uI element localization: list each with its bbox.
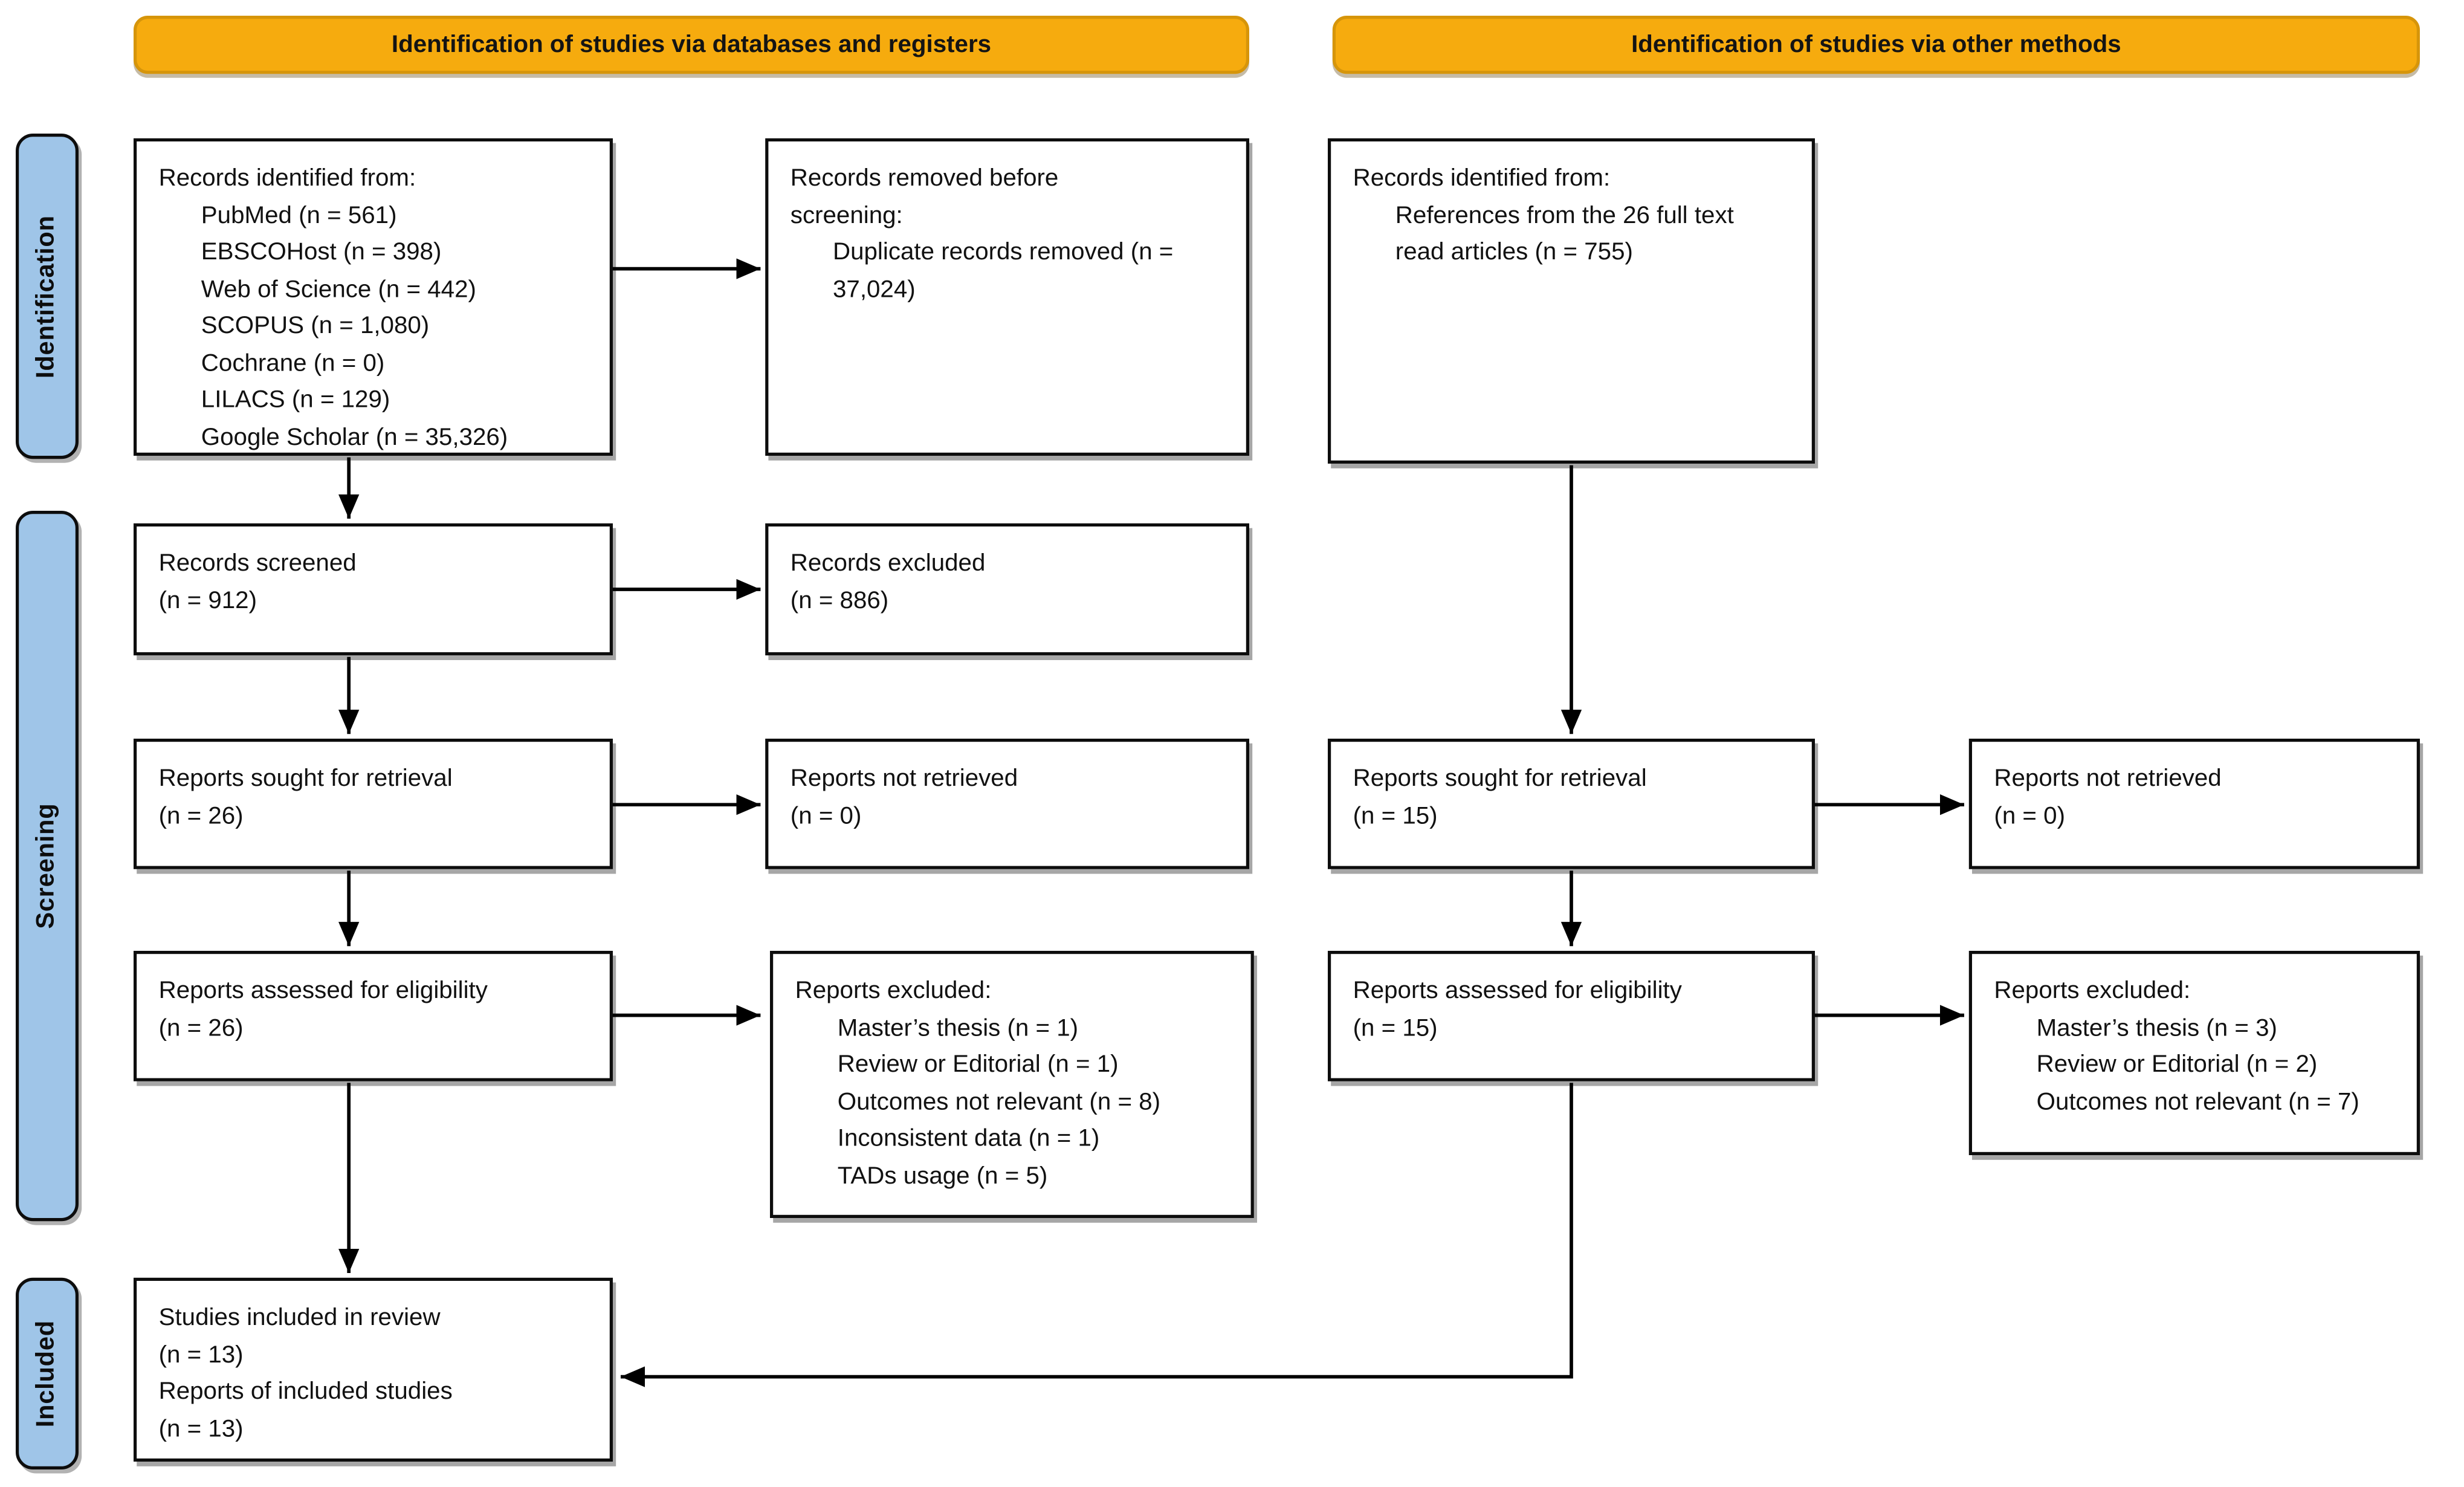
box-records-excluded: Records excluded (n = 886) [765,523,1249,656]
sidebar-identification: Identification [16,133,79,459]
box-line: Reports not retrieved [790,765,1018,792]
box-line: (n = 0) [790,802,862,829]
banner-databases-label: Identification of studies via databases … [391,30,992,57]
box-reports-not-retrieved-other: Reports not retrieved (n = 0) [1968,739,2420,869]
box-line: Records removed before [790,165,1059,192]
box-line: (n = 886) [790,587,889,614]
box-line: LILACS (n = 129) [201,386,390,413]
box-line: screening: [790,202,903,229]
sidebar-included: Included [16,1277,79,1469]
box-reports-assessed-other: Reports assessed for eligibility (n = 15… [1328,951,1815,1081]
box-line: EBSCOHost (n = 398) [201,239,442,266]
box-studies-included: Studies included in review (n = 13) Repo… [133,1277,613,1462]
box-line: (n = 26) [158,1014,244,1042]
box-line: (n = 0) [1994,802,2066,829]
box-line: Reports sought for retrieval [1353,765,1647,792]
box-records-screened: Records screened (n = 912) [133,523,613,656]
box-line: Records screened [158,549,357,577]
box-records-identified-other: Records identified from: References from… [1328,138,1815,464]
box-line: Master’s thesis (n = 3) [2036,1014,2277,1042]
box-records-identified-databases: Records identified from: PubMed (n = 561… [133,138,613,456]
box-line: Records excluded [790,549,986,577]
box-line: (n = 15) [1353,802,1438,829]
banner-other-methods: Identification of studies via other meth… [1332,16,2420,74]
box-line: Google Scholar (n = 35,326) [201,423,508,450]
box-line: Records identified from: [1353,165,1611,192]
box-line: Cochrane (n = 0) [201,349,385,377]
box-line: 37,024) [833,276,916,303]
box-line: read articles (n = 755) [1395,239,1633,266]
box-line: Reports assessed for eligibility [1353,977,1682,1005]
box-line: Reports assessed for eligibility [158,977,488,1005]
box-reports-not-retrieved-databases: Reports not retrieved (n = 0) [765,739,1249,869]
box-reports-excluded-databases: Reports excluded: Master’s thesis (n = 1… [770,951,1254,1218]
sidebar-included-label: Included [33,1320,60,1428]
box-line: Reports sought for retrieval [158,765,453,792]
box-reports-sought-other: Reports sought for retrieval (n = 15) [1328,739,1815,869]
box-line: PubMed (n = 561) [201,202,397,229]
box-line: Review or Editorial (n = 2) [2036,1051,2318,1078]
box-line: Outcomes not relevant (n = 7) [2036,1088,2359,1115]
sidebar-screening-label: Screening [33,803,60,929]
box-line: Web of Science (n = 442) [201,276,476,303]
box-line: Duplicate records removed (n = [833,239,1174,266]
box-line: SCOPUS (n = 1,080) [201,313,430,340]
sidebar-screening: Screening [16,510,79,1222]
box-line: Reports excluded: [1994,977,2191,1005]
box-reports-assessed-databases: Reports assessed for eligibility (n = 26… [133,951,613,1081]
box-line: (n = 15) [1353,1014,1438,1042]
box-line: Records identified from: [158,165,416,192]
box-line: Outcomes not relevant (n = 8) [837,1088,1161,1115]
box-reports-excluded-other: Reports excluded: Master’s thesis (n = 3… [1968,951,2420,1155]
box-line: Inconsistent data (n = 1) [837,1125,1100,1152]
sidebar-identification-label: Identification [33,215,60,378]
box-line: Reports excluded: [795,977,992,1005]
box-line: References from the 26 full text [1395,202,1734,229]
box-line: Master’s thesis (n = 1) [837,1014,1079,1042]
banner-other-methods-label: Identification of studies via other meth… [1631,30,2121,57]
box-line: (n = 13) [158,1415,244,1442]
box-line: Studies included in review [158,1304,441,1332]
box-records-removed: Records removed before screening: Duplic… [765,138,1249,456]
box-line: (n = 912) [158,587,257,614]
box-reports-sought-databases: Reports sought for retrieval (n = 26) [133,739,613,869]
box-line: (n = 13) [158,1341,244,1369]
box-line: Reports not retrieved [1994,765,2222,792]
box-line: Reports of included studies [158,1378,453,1405]
box-line: Review or Editorial (n = 1) [837,1051,1119,1078]
box-line: (n = 26) [158,802,244,829]
banner-databases-registers: Identification of studies via databases … [133,16,1249,74]
box-line: TADs usage (n = 5) [837,1162,1048,1189]
